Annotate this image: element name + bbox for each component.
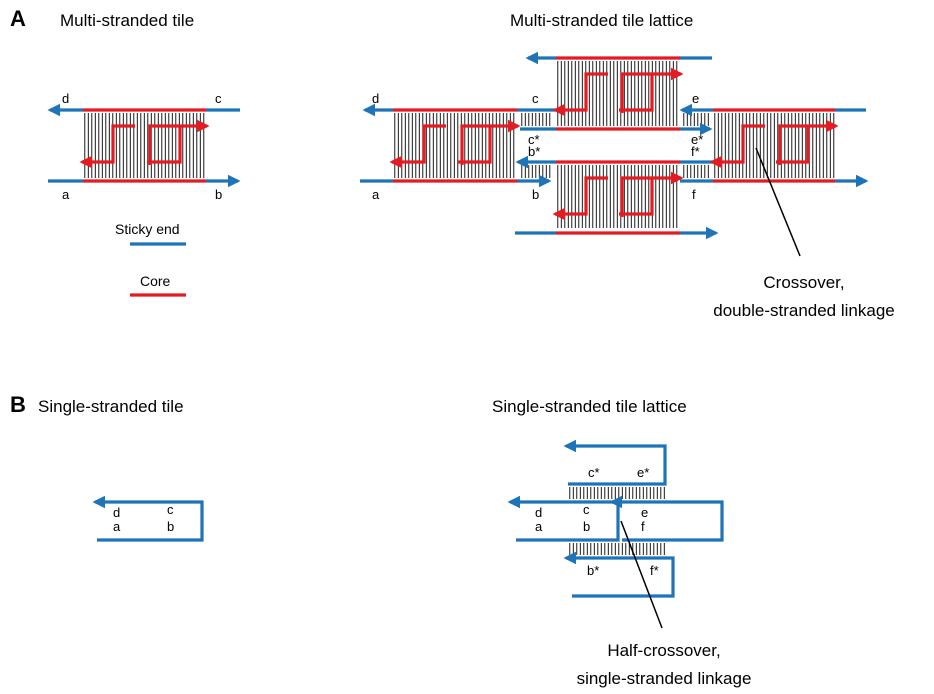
sticky-duplex-e — [683, 113, 709, 126]
lattice-top-tile-base-pairs — [557, 61, 678, 126]
ss-lattice-left-strand — [507, 495, 620, 542]
multi-stranded-tile: d c a b — [47, 91, 241, 202]
ss-lattice-top-strand — [563, 439, 667, 486]
lattice-label-e-star: e* — [691, 132, 703, 147]
tile-label-b: b — [215, 187, 222, 202]
ss-lattice-label-c-star: c* — [588, 465, 600, 480]
legend-core-label: Core — [140, 273, 171, 289]
lattice-left-tile-base-pairs — [394, 113, 515, 178]
lattice-top-core-strand-1 — [552, 72, 608, 117]
panel-b-letter: B — [10, 392, 26, 417]
lattice-left-core-strand-3 — [458, 126, 492, 164]
ss-lattice-label-b: b — [583, 519, 590, 534]
lattice-left-core-strand-1 — [389, 124, 446, 169]
lattice-label-c: c — [532, 91, 539, 106]
ss-lattice-lower-base-pairs — [569, 543, 665, 555]
single-stranded-tile: d c a b — [92, 495, 204, 542]
lattice-label-b-star-upper: b* — [528, 144, 540, 159]
ss-lattice-label-f-star: f* — [650, 563, 659, 578]
sticky-duplex-f — [683, 165, 709, 178]
lattice-label-d: d — [372, 91, 379, 106]
panel-b-lattice-title: Single-stranded tile lattice — [492, 397, 687, 416]
lattice-bottom-core-strand-1 — [552, 176, 608, 221]
crossover-callout-line-1: Crossover, — [763, 273, 844, 292]
lattice-bottom-core-strand-3 — [619, 178, 654, 216]
tile-label-c: c — [215, 91, 222, 106]
ss-lattice-bottom-strand — [563, 551, 675, 598]
lattice-label-b: b — [532, 187, 539, 202]
tile-label-a: a — [62, 187, 70, 202]
ss-lattice-label-b-star: b* — [587, 563, 599, 578]
ss-lattice-label-e: e — [641, 505, 648, 520]
ss-lattice-upper-base-pairs — [569, 487, 665, 499]
lattice-right-tile-base-pairs — [714, 113, 835, 178]
core-strand-middle — [148, 119, 210, 165]
panel-a-lattice-title: Multi-stranded tile lattice — [510, 11, 693, 30]
core-strand-right — [147, 126, 182, 164]
legend-sticky-end-label: Sticky end — [115, 221, 180, 237]
core-strand-left — [79, 124, 135, 169]
single-strand-path — [92, 495, 204, 542]
ss-lattice-right-strand — [609, 495, 724, 542]
tile-label-d: d — [62, 91, 69, 106]
sticky-duplex-c — [521, 113, 551, 126]
ss-tile-label-c: c — [167, 502, 174, 517]
lattice-label-e: e — [692, 91, 699, 106]
lattice-label-a: a — [372, 187, 380, 202]
half-crossover-callout-line-2: single-stranded linkage — [577, 669, 752, 688]
single-stranded-lattice: c* e* d c e a b f b* f* Half-crossover, … — [507, 439, 752, 688]
half-crossover-callout-line-1: Half-crossover, — [607, 641, 720, 660]
ss-lattice-label-d: d — [535, 505, 542, 520]
lattice-right-core-strand-3 — [776, 126, 810, 164]
lattice-label-c-star: c* — [528, 132, 540, 147]
lattice-right-core-strand-2 — [778, 119, 839, 165]
lattice-bottom-core-strand-2 — [620, 171, 684, 217]
ss-lattice-label-f: f — [641, 519, 645, 534]
multi-stranded-lattice: d c e c* b* e* f* a b f Crossover, doubl… — [360, 51, 895, 320]
ss-lattice-label-a: a — [535, 519, 543, 534]
sticky-duplex-b — [521, 165, 551, 178]
half-crossover-leader-line — [620, 520, 663, 629]
ss-tile-label-a: a — [113, 519, 121, 534]
lattice-label-f-star: f* — [691, 144, 700, 159]
legend: Sticky end Core — [115, 221, 186, 297]
lattice-bottom-tile-base-pairs — [557, 165, 678, 228]
ss-tile-label-b: b — [167, 519, 174, 534]
lattice-label-f: f — [692, 187, 696, 202]
crossover-callout-line-2: double-stranded linkage — [713, 301, 894, 320]
lattice-top-core-strand-2 — [620, 67, 684, 113]
crossover-leader-line — [755, 147, 801, 257]
panel-a-tile-title: Multi-stranded tile — [60, 11, 194, 30]
lattice-top-core-strand-3 — [619, 74, 654, 112]
panel-b-tile-title: Single-stranded tile — [38, 397, 184, 416]
lattice-right-core-strand-1 — [709, 124, 765, 169]
tile-base-pairs — [84, 113, 205, 178]
panel-a-letter: A — [10, 6, 26, 31]
panel-a: A Multi-stranded tile Multi-stranded til… — [10, 6, 895, 320]
ss-lattice-label-c: c — [583, 502, 590, 517]
ss-tile-label-d: d — [113, 505, 120, 520]
panel-b: B Single-stranded tile Single-stranded t… — [10, 392, 751, 688]
ss-lattice-label-e-star: e* — [637, 465, 649, 480]
lattice-left-core-strand-2 — [460, 119, 521, 165]
